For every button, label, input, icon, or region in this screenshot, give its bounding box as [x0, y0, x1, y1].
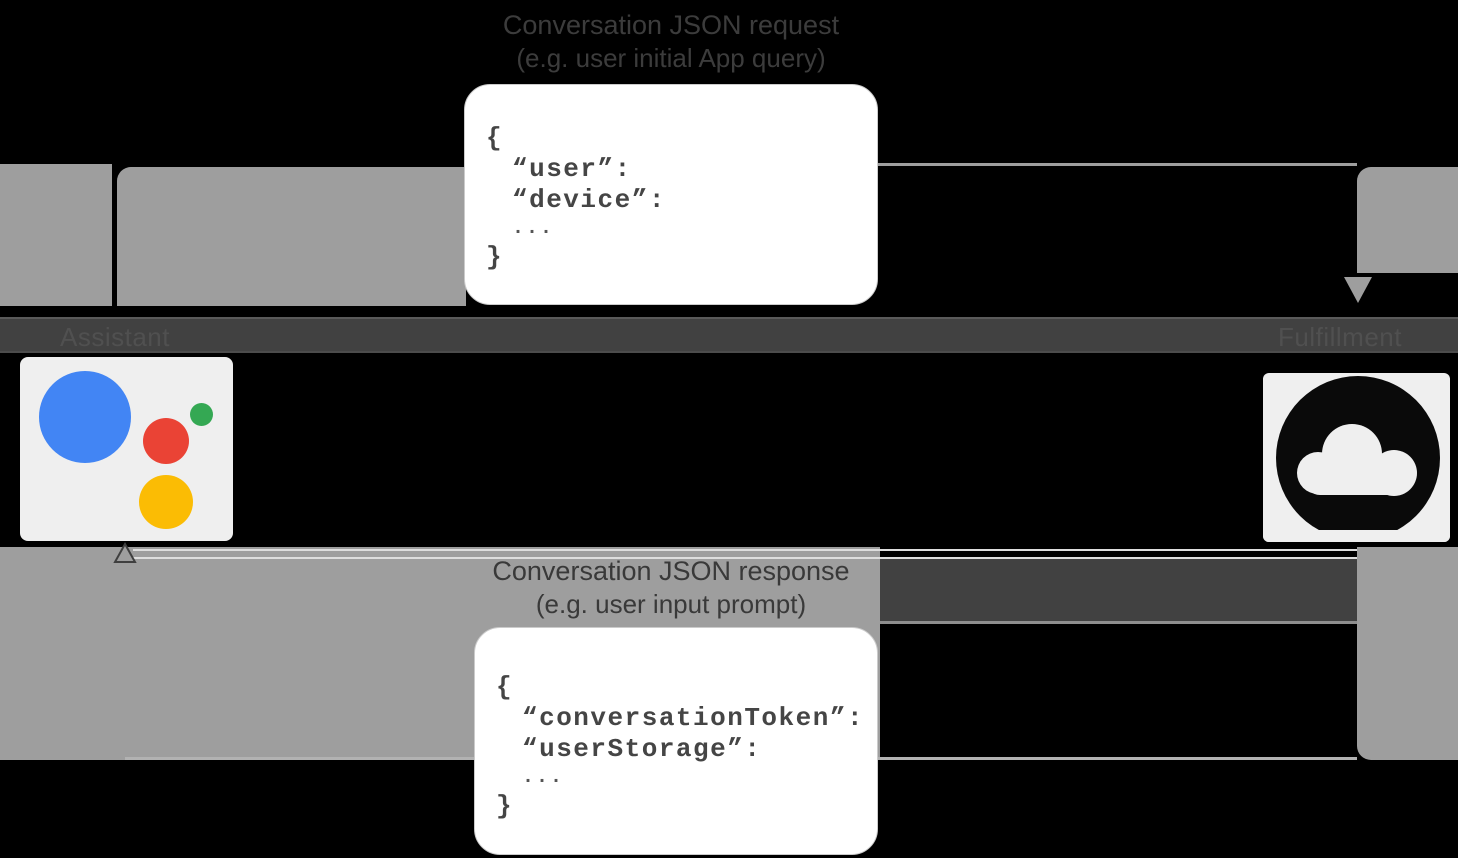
- response-key-conversationtoken: “conversationToken”:: [522, 703, 865, 733]
- request-caption-line2: (e.g. user initial App query): [516, 43, 826, 73]
- assistant-label: Assistant: [60, 322, 170, 352]
- assistant-panel: [20, 357, 233, 541]
- response-json-card: { “conversationToken”: “userStorage”: ..…: [474, 627, 878, 855]
- response-arrow-column: [1357, 547, 1458, 760]
- request-arrow-segment-left: [0, 164, 112, 306]
- fulfillment-label: Fulfillment: [1278, 322, 1402, 352]
- assistant-logo-red-circle: [143, 418, 189, 464]
- request-arrow-top-edge: [878, 163, 1357, 166]
- request-caption: Conversation JSON request (e.g. user ini…: [464, 10, 878, 73]
- request-key-user: “user”:: [512, 154, 632, 184]
- assistant-logo-green-circle: [190, 403, 213, 426]
- response-arrow-edge-top: [133, 549, 1357, 551]
- cloud-icon: [1263, 376, 1450, 542]
- response-open-brace: {: [496, 672, 514, 702]
- response-key-userstorage: “userStorage”:: [522, 734, 762, 764]
- response-caption-line1: Conversation JSON response: [492, 556, 850, 586]
- request-close-brace: }: [486, 242, 504, 272]
- assistant-logo-yellow-circle: [139, 475, 193, 529]
- response-arrow-band: [880, 558, 1357, 624]
- response-caption-line2: (e.g. user input prompt): [535, 589, 807, 619]
- request-open-brace: {: [486, 123, 504, 153]
- response-close-brace: }: [496, 791, 514, 821]
- arrow-up-icon: [113, 541, 137, 563]
- response-caption: Conversation JSON response (e.g. user in…: [464, 556, 878, 619]
- response-ellipsis: ...: [522, 766, 565, 789]
- assistant-logo-blue-circle: [39, 371, 131, 463]
- request-arrow-segment-mid: [117, 167, 466, 306]
- request-json-card: { “user”: “device”: ... }: [464, 84, 878, 305]
- arrow-down-icon: [1344, 277, 1372, 303]
- response-arrow-edge-mid: [133, 557, 1357, 559]
- entity-band: Assistant Fulfillment: [0, 317, 1458, 353]
- request-key-device: “device”:: [512, 185, 666, 215]
- request-arrow-corner: [1357, 167, 1458, 273]
- request-ellipsis: ...: [512, 217, 555, 240]
- request-caption-line1: Conversation JSON request: [502, 10, 840, 40]
- fulfillment-panel: [1263, 373, 1450, 542]
